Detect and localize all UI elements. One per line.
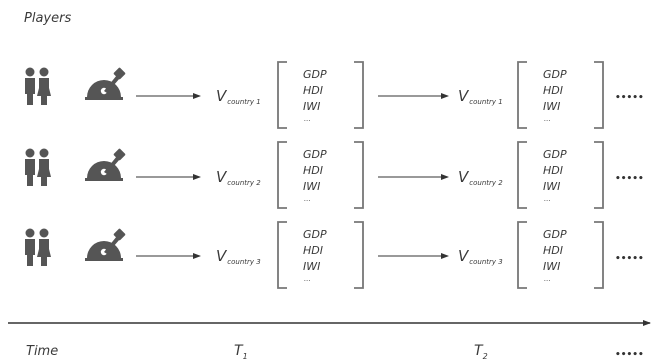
continuation-dots: ••••• xyxy=(615,174,644,184)
box-more: ... xyxy=(304,275,311,283)
box-item: IWI xyxy=(303,100,320,113)
box-item: HDI xyxy=(543,164,563,177)
box-item: IWI xyxy=(303,180,320,193)
continuation-dots: ••••• xyxy=(615,93,644,103)
people-icon xyxy=(25,148,51,186)
box-item: GDP xyxy=(303,148,327,161)
box-item: GDP xyxy=(543,68,567,81)
slot-machine-icon xyxy=(85,67,126,100)
v-label: Vcountry 1 xyxy=(458,87,503,106)
box-item: GDP xyxy=(543,228,567,241)
slot-machine-icon xyxy=(85,148,126,181)
people-icon xyxy=(25,67,51,105)
box-item: HDI xyxy=(303,164,323,177)
players-title: Players xyxy=(24,11,71,26)
box-item: IWI xyxy=(543,100,560,113)
box-more: ... xyxy=(304,195,311,203)
box-more: ... xyxy=(304,115,311,123)
box-item: HDI xyxy=(543,244,563,257)
slot-machine-icon xyxy=(85,228,126,261)
box-item: GDP xyxy=(543,148,567,161)
v-label: Vcountry 3 xyxy=(216,247,261,266)
box-item: IWI xyxy=(543,180,560,193)
v-label: Vcountry 2 xyxy=(216,168,261,187)
v-label: Vcountry 1 xyxy=(216,87,261,106)
box-item: IWI xyxy=(303,260,320,273)
row-country-2: Vcountry 2 GDP HDI IWI ... Vcountry 2 GD… xyxy=(25,141,644,209)
t1-label: T1 xyxy=(234,343,248,361)
continuation-dots: ••••• xyxy=(615,254,644,264)
row-country-3: Vcountry 3 GDP HDI IWI ... Vcountry 3 GD… xyxy=(25,221,644,289)
box-more: ... xyxy=(544,195,551,203)
row-country-1: Vcountry 1 GDP HDI IWI ... Vcountry 1 GD… xyxy=(25,61,644,129)
v-label: Vcountry 2 xyxy=(458,168,503,187)
box-more: ... xyxy=(544,275,551,283)
box-item: IWI xyxy=(543,260,560,273)
continuation-dots: ••••• xyxy=(615,350,644,360)
time-label: Time xyxy=(26,344,58,359)
box-item: HDI xyxy=(543,84,563,97)
box-more: ... xyxy=(544,115,551,123)
people-icon xyxy=(25,228,51,266)
box-item: HDI xyxy=(303,84,323,97)
box-item: GDP xyxy=(303,68,327,81)
v-label: Vcountry 3 xyxy=(458,247,503,266)
box-item: GDP xyxy=(303,228,327,241)
box-item: HDI xyxy=(303,244,323,257)
t2-label: T2 xyxy=(474,343,488,361)
